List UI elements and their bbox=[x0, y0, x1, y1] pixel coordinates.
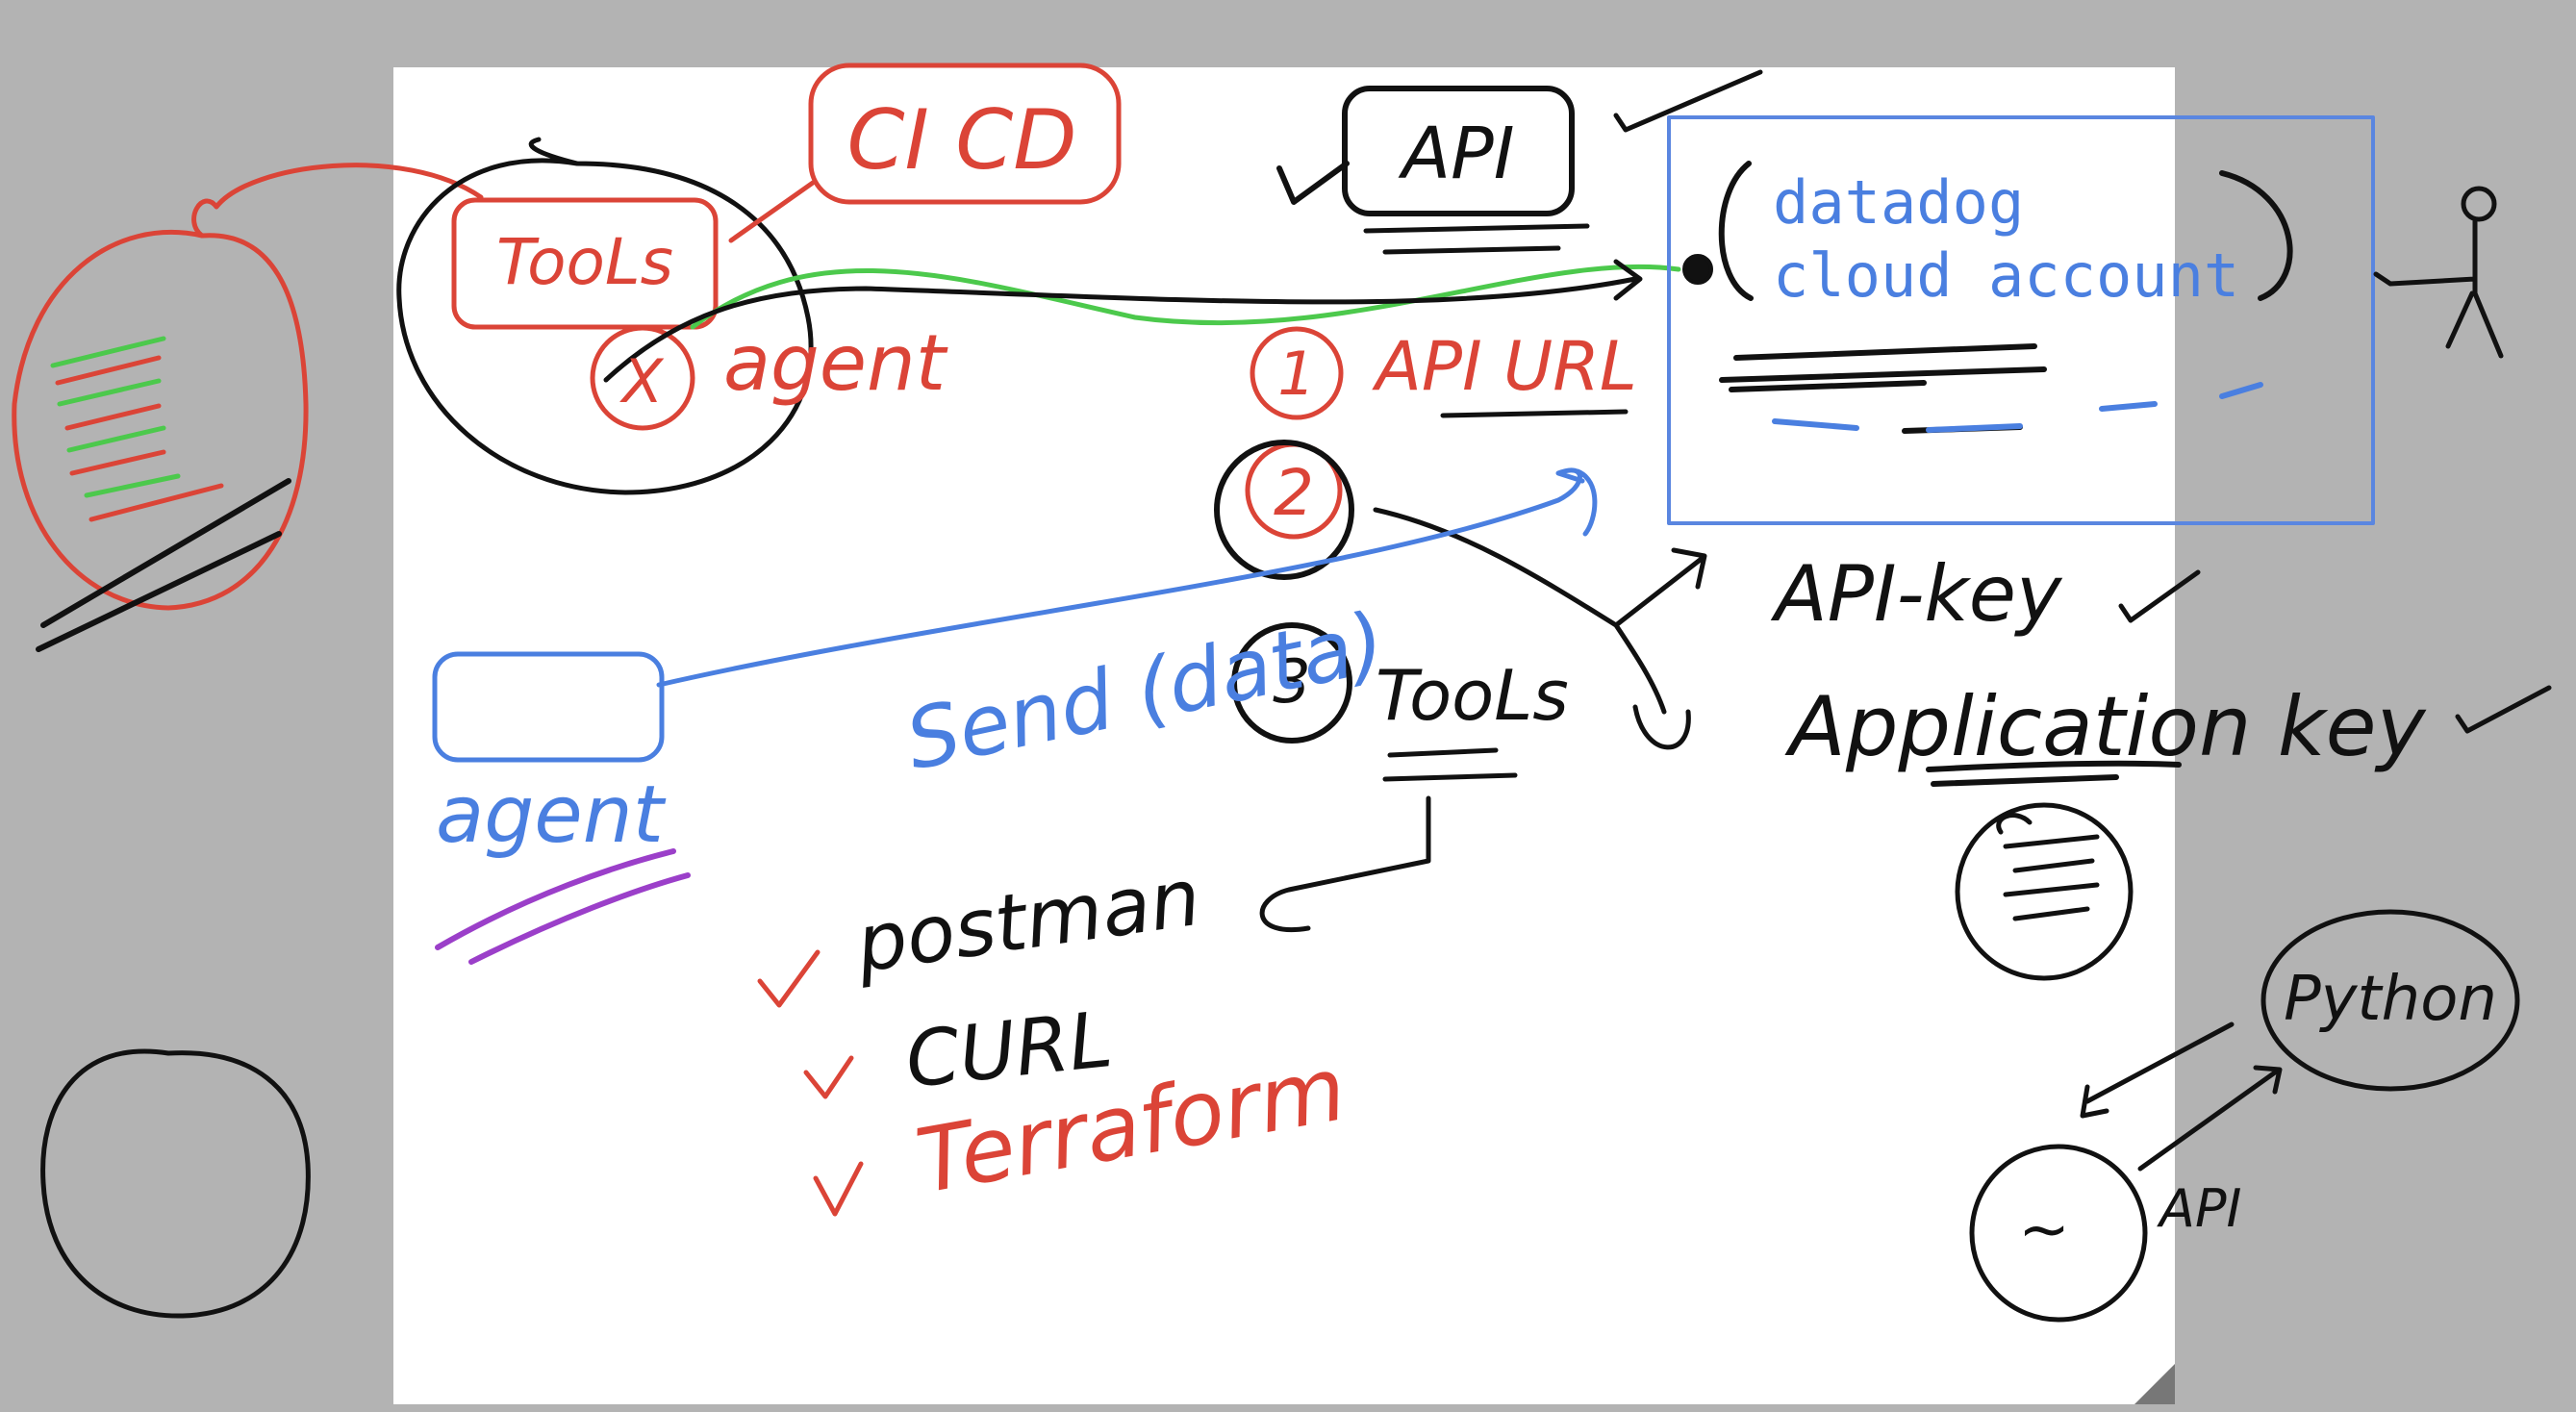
page-corner-fold bbox=[2134, 1364, 2175, 1404]
python-to-api-arrows bbox=[2080, 1021, 2283, 1172]
tools-mid-underline bbox=[1382, 747, 1518, 782]
x-circle-red bbox=[590, 325, 695, 431]
datadog-box bbox=[1667, 115, 2375, 525]
api-underline bbox=[1363, 223, 1590, 255]
python-label: Python bbox=[2284, 964, 2497, 1035]
black-circle-doodle bbox=[40, 1048, 311, 1319]
black-strike-doodle bbox=[36, 478, 291, 652]
cicd-box-red bbox=[808, 63, 1122, 205]
tools-box-red bbox=[451, 197, 719, 330]
tools-to-list-arrow bbox=[1259, 795, 1431, 933]
stick-figure bbox=[2373, 186, 2504, 359]
api-small-circle bbox=[1969, 1144, 2148, 1323]
api-check-right bbox=[1613, 69, 1763, 133]
python-circle bbox=[2260, 909, 2520, 1092]
api-url-label: API URL bbox=[1372, 327, 1637, 406]
agent-red-label: agent bbox=[723, 318, 948, 408]
red-hook-doodle bbox=[191, 163, 484, 239]
datadog-scribble-black bbox=[1719, 343, 2047, 434]
agent-blue-label: agent bbox=[436, 769, 667, 861]
application-key-check bbox=[2455, 685, 2552, 734]
agent-send-arrow bbox=[656, 467, 1598, 688]
tools-to-cicd-link bbox=[728, 180, 816, 243]
document-lines bbox=[1996, 813, 2100, 921]
tools-mid-label: TooLs bbox=[1376, 655, 1569, 736]
api-key-check bbox=[2118, 569, 2201, 623]
x-mark-label: X bbox=[619, 346, 665, 416]
red-circle-doodle bbox=[12, 229, 309, 611]
black-lasso bbox=[396, 137, 814, 495]
tilde-label: ~ bbox=[2018, 1195, 2070, 1266]
connector-dot bbox=[1682, 254, 1713, 285]
green-connector bbox=[690, 264, 1681, 330]
api-small-label: API bbox=[2157, 1178, 2241, 1239]
postman-check bbox=[757, 949, 821, 1008]
curl-check bbox=[803, 1055, 854, 1099]
stripe-doodles bbox=[50, 336, 224, 522]
step-1-label: 1 bbox=[1277, 339, 1315, 409]
agent-underline-purple bbox=[435, 848, 691, 965]
step-3-label: 3 bbox=[1273, 646, 1310, 717]
api-key-label: API-key bbox=[1770, 549, 2063, 639]
datadog-line2: cloud account bbox=[1773, 240, 2239, 311]
terraform-check bbox=[813, 1161, 864, 1217]
application-key-label: Application key bbox=[1784, 679, 2427, 775]
datadog-right-bracket bbox=[2219, 170, 2293, 301]
fork-arrow bbox=[1373, 507, 1707, 750]
datadog-line1: datadog bbox=[1773, 167, 2024, 238]
api-label: API bbox=[1398, 113, 1514, 195]
whiteboard-page bbox=[393, 67, 2175, 1404]
step-3-circle bbox=[1231, 622, 1352, 744]
agent-box-blue bbox=[432, 651, 665, 763]
tools-top-label: TooLs bbox=[496, 225, 673, 299]
step-1-circle bbox=[1250, 326, 1344, 420]
api-check-left bbox=[1276, 161, 1350, 205]
cicd-label: CI CD bbox=[846, 92, 1076, 189]
application-key-underline bbox=[1926, 760, 2182, 787]
black-connector bbox=[603, 259, 1643, 383]
api-url-underline bbox=[1440, 409, 1629, 418]
step-2-label: 2 bbox=[1274, 456, 1314, 530]
curl-label: CURL bbox=[901, 995, 1116, 1105]
api-box bbox=[1342, 86, 1575, 216]
datadog-left-bracket bbox=[1718, 161, 1754, 301]
document-circle bbox=[1955, 802, 2134, 981]
datadog-scribble-blue bbox=[1772, 382, 2263, 433]
step-2-circle-black bbox=[1214, 440, 1354, 580]
